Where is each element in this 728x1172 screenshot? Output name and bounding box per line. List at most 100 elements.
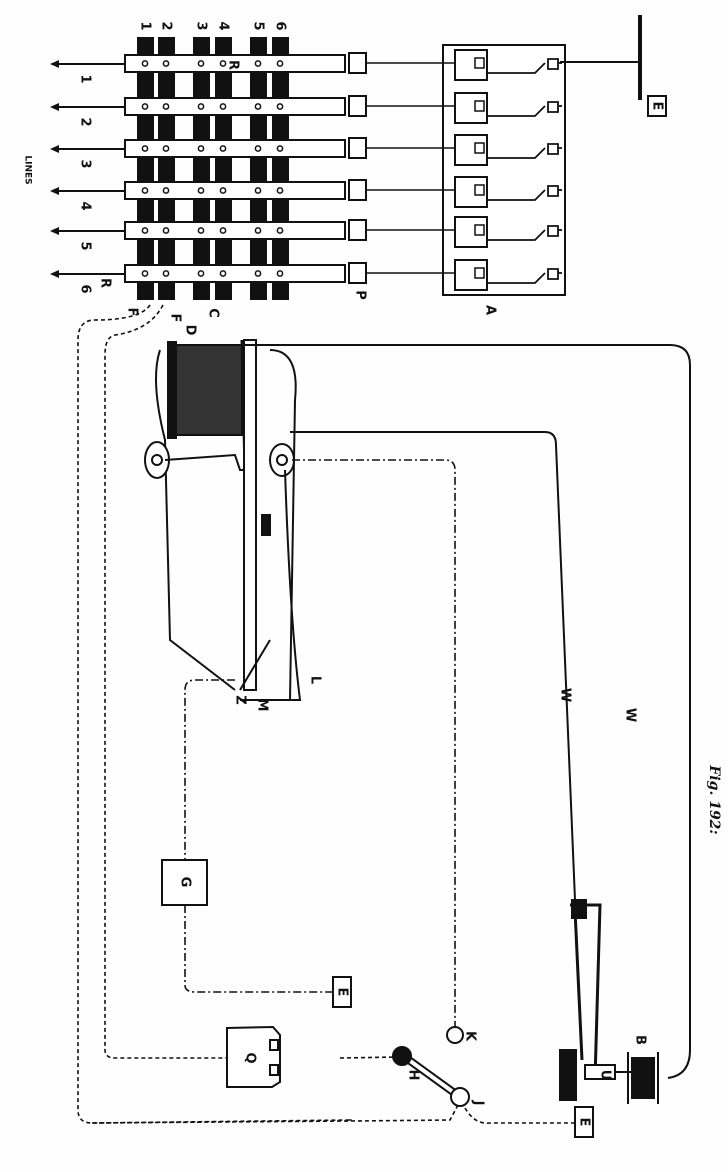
bus-bar [193,37,210,300]
plug-hole [197,60,205,67]
arrow-icon [50,60,59,68]
wire-W-outer [240,344,691,1079]
instrument-terminal [474,184,485,196]
relay-Q [226,1025,281,1088]
bus-bar [250,37,267,300]
plug-hole [162,227,170,234]
plug-hole [197,145,205,152]
line-number: 4 [78,201,93,210]
connector-P [348,137,367,159]
label-a: A [483,305,498,315]
plug-hole [141,103,149,110]
line-number: 5 [78,241,93,250]
plug-hole [219,270,227,277]
label-m: M [255,699,270,712]
switch-strip [124,264,346,283]
connector-P [348,262,367,284]
plug-hole [276,145,284,152]
ground-E-bottom [574,1106,594,1138]
instrument-terminal [474,100,485,112]
label-p: P [353,290,368,300]
plug-hole [219,145,227,152]
label-u: U [598,1070,613,1081]
plug-hole [254,270,262,277]
plug-hole [276,227,284,234]
terminal-K [446,1026,464,1044]
switch-strip [124,54,346,73]
connector-P [348,95,367,117]
plug-hole [276,187,284,194]
switch [487,225,562,241]
arrow-icon [50,227,59,235]
plug-hole [254,227,262,234]
label-l: L [308,676,323,684]
bus-bar [137,37,154,300]
plug-hole [162,270,170,277]
wire-F [77,304,575,1125]
switch-strip [124,181,346,200]
plug-hole [162,145,170,152]
label-r_top: R [226,60,241,70]
bar-number: 3 [194,21,209,30]
plug-hole [219,187,227,194]
wire-W-inner [290,431,576,901]
label-h: H [406,1070,421,1081]
label-e_bottom: E [577,1118,592,1127]
bus-bar [272,37,289,300]
plug-hole [197,103,205,110]
plug-hole [162,187,170,194]
bar-number: 4 [216,21,231,30]
plug-hole [254,187,262,194]
instrument-terminal [474,142,485,154]
switch [487,268,562,284]
label-d: D [183,325,198,336]
connector-P [348,52,367,74]
label-w1: W [558,688,573,702]
bus-bar [215,37,232,300]
switch [487,185,562,201]
label-z: Z [233,695,248,704]
plug-hole [141,187,149,194]
plug-hole [219,60,227,67]
arrow-icon [50,187,59,195]
bar-number: 1 [138,21,153,30]
label-q: Q [243,1052,258,1063]
switchboard [50,37,367,300]
plug-hole [141,60,149,67]
instrument-G [161,859,208,906]
connector-P [348,219,367,241]
instrument [454,134,488,166]
line-number: 6 [78,284,93,293]
plug-hole [219,227,227,234]
box-A [442,44,566,296]
instrument-terminal [474,267,485,279]
line-number: 3 [78,159,93,168]
switch-strip [124,139,346,158]
figure-caption: Fig. 192: [706,764,722,834]
arrow-icon [50,270,59,278]
label-w2: W [623,708,638,722]
plug-hole [219,103,227,110]
plug-hole [254,145,262,152]
line-number: 2 [78,117,93,126]
plug-hole [254,60,262,67]
plug-hole [141,145,149,152]
bar-number: 6 [273,21,288,30]
switch [487,101,562,117]
switch [487,143,562,159]
relay-D [144,339,302,701]
bus-bar [158,37,175,300]
label-b: B [633,1035,648,1045]
plug-hole [141,270,149,277]
plug-hole [254,103,262,110]
instrument-terminal [474,57,485,69]
plug-hole [276,60,284,67]
wire-L [184,459,456,1030]
instrument-box-A [366,44,566,296]
switch-H-J [392,1046,470,1107]
plug-hole [276,270,284,277]
plug-hole [162,103,170,110]
